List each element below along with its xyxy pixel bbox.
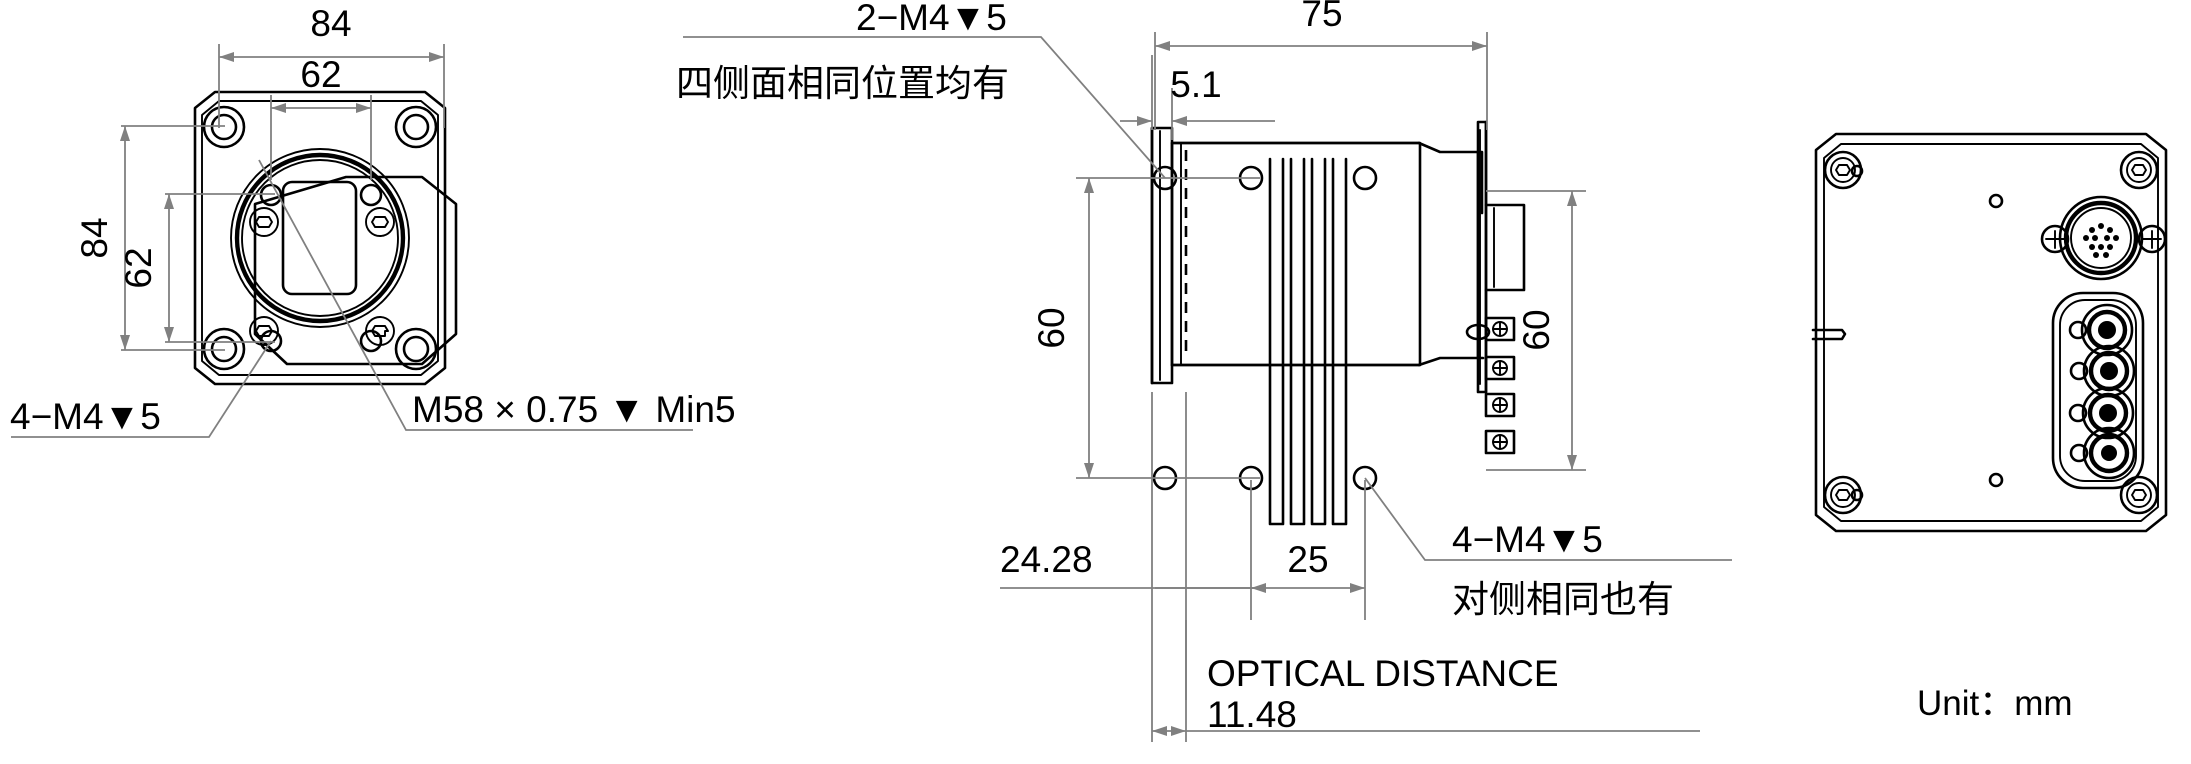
dim-front-height-inner: 62 (118, 247, 159, 288)
rear-coax-housing (2051, 291, 2145, 490)
side-screw-terminal-1 (1484, 316, 1516, 342)
rear-coax-jack-4 (2069, 426, 2136, 480)
front-m4-holes (259, 183, 383, 353)
side-flange-block (1150, 126, 1174, 385)
front-body-outline (193, 90, 447, 386)
side-screw-terminal-4 (1484, 429, 1516, 455)
front-sensor-rect (281, 180, 358, 296)
side-dimension-5p1: 5.1 (1120, 55, 1275, 140)
front-leader-m58: M58 × 0.75 ▼ Min5 (258, 159, 736, 431)
dim-side-pitch-right: 60 (1516, 309, 1557, 350)
dim-side-pitch-horizontal: 25 (1287, 539, 1328, 580)
side-dimension-60-left: 60 (1031, 177, 1260, 479)
dim-side-back-offset: 24.28 (1000, 539, 1093, 580)
dim-side-pitch-left: 60 (1031, 307, 1072, 348)
note-side-top-thread-cn: 四侧面相同位置均有 (676, 62, 1009, 105)
dim-side-length-total: 75 (1301, 0, 1342, 34)
side-dimension-75: 75 (1154, 0, 1488, 130)
front-plate-outline (253, 175, 458, 366)
side-body-block (1170, 141, 1422, 367)
note-side-bottom-thread-cn: 对侧相同也有 (1452, 578, 1674, 621)
rear-body-outline (1814, 132, 2168, 533)
side-rear-bottom-profile (1417, 356, 1485, 367)
front-lens-inner-edge (241, 159, 399, 317)
side-heatsink-fins (1268, 157, 1348, 526)
note-front-lens-mount: M58 × 0.75 ▼ Min5 (412, 389, 736, 430)
front-dimension-84-height: 84 (74, 125, 225, 351)
front-dimension-62-width: 62 (270, 54, 372, 180)
side-indicator-group (1465, 316, 1516, 455)
note-side-top-thread: 2−M4▼5 (856, 0, 1007, 38)
side-leader-2m4-top: 2−M4▼5 四侧面相同位置均有 (676, 0, 1166, 179)
note-side-bottom-thread: 4−M4▼5 (1452, 519, 1603, 560)
side-rear-top-profile (1417, 141, 1484, 215)
front-lens-outer-ring (234, 152, 406, 324)
dim-front-width-inner: 62 (300, 54, 341, 95)
front-leader-4m4: 4−M4▼5 (10, 340, 272, 438)
rear-left-tab (1811, 328, 1847, 341)
front-view: 84 62 84 62 4−M (10, 3, 736, 438)
side-optical-distance: OPTICAL DISTANCE 11.48 (1151, 620, 1700, 742)
dim-side-front-flange: 5.1 (1170, 64, 1221, 105)
side-dimension-60-right: 60 (1486, 190, 1586, 471)
side-leader-4m4-bottom: 4−M4▼5 对侧相同也有 (1364, 477, 1732, 621)
rear-view: Unit：mm (1811, 132, 2168, 723)
dim-front-height-outer: 84 (74, 217, 115, 258)
rear-body-outline-inner (1823, 143, 2159, 522)
front-dimension-62-height: 62 (118, 193, 275, 343)
side-connector-block (1484, 203, 1526, 292)
side-view: 75 5.1 60 60 (676, 0, 1732, 742)
side-dimension-25: 25 (1155, 480, 1366, 620)
unit-note: Unit：mm (1917, 684, 2073, 723)
front-body-outline-inner (201, 100, 439, 376)
rear-coax-jack-3 (2068, 386, 2135, 440)
side-screw-terminal-2 (1484, 355, 1516, 381)
value-optical-distance: 11.48 (1207, 694, 1297, 735)
dim-front-width-outer: 84 (310, 3, 351, 44)
side-rear-plate-block (1476, 120, 1488, 394)
rear-connector-screws (2040, 224, 2167, 254)
rear-pin-holes (1850, 164, 2004, 502)
front-lens-outer-edge (230, 148, 410, 328)
note-front-corner-thread: 4−M4▼5 (10, 396, 161, 437)
side-mounting-holes (1152, 165, 1378, 491)
front-dimension-84-width: 84 (218, 3, 445, 128)
rear-circular-connector (2058, 195, 2144, 281)
label-optical-distance: OPTICAL DISTANCE (1207, 653, 1559, 694)
side-screw-terminal-3 (1484, 392, 1516, 418)
front-corner-bosses (202, 105, 438, 371)
